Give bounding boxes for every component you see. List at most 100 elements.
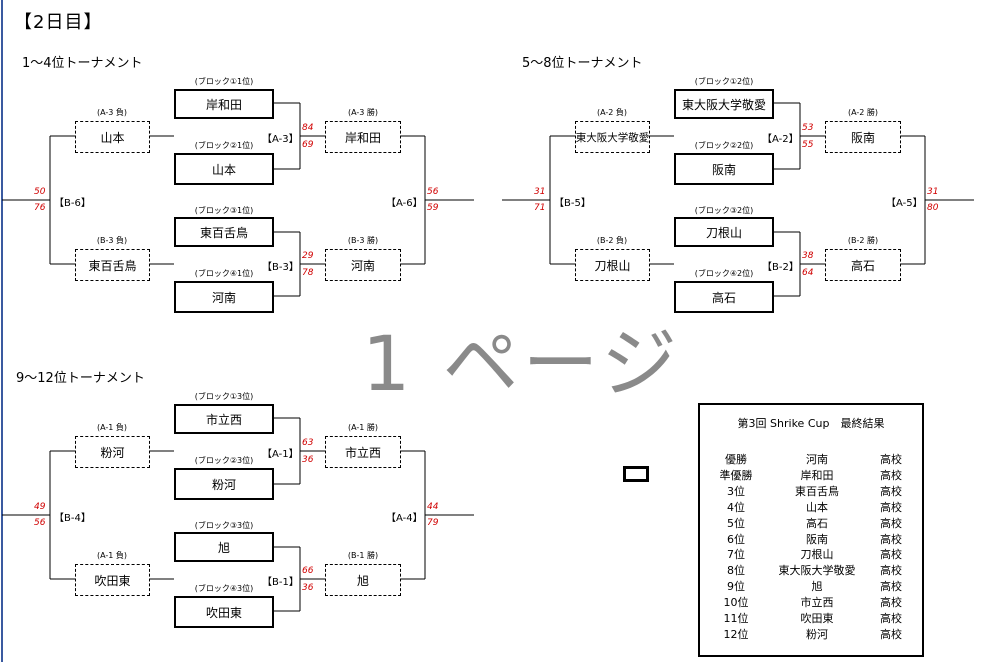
loser-box: 山本 xyxy=(75,121,150,153)
team-box: 河南 xyxy=(174,281,274,313)
result-rank: 3位 xyxy=(727,484,745,498)
result-school: 山本 xyxy=(806,500,828,514)
final-code: 【A-4】 xyxy=(386,513,423,524)
left-edge-rule xyxy=(1,0,3,662)
score-value: 84 xyxy=(302,123,314,133)
results-row: 12位粉河高校 xyxy=(700,626,922,642)
team-box: 阪南 xyxy=(674,153,774,185)
score-value: 31 xyxy=(927,187,939,197)
score-value: 66 xyxy=(302,566,314,576)
score-value: 71 xyxy=(534,203,546,213)
result-type: 高校 xyxy=(880,596,902,610)
winner-caption: (B-2 勝) xyxy=(847,236,879,245)
score-value: 56 xyxy=(427,187,439,197)
results-title: 第3回 Shrike Cup 最終結果 xyxy=(737,417,885,430)
block-caption: (ブロック③2位) xyxy=(694,206,754,215)
bracket-lines xyxy=(2,417,474,612)
result-rank: 優勝 xyxy=(725,453,747,466)
result-school: 市立西 xyxy=(800,596,834,610)
final-code: 【B-5】 xyxy=(554,198,591,209)
winner-caption: (A-3 勝) xyxy=(347,108,379,117)
score-value: 78 xyxy=(302,268,314,278)
tournament-title: 1～4位トーナメント xyxy=(22,56,143,71)
score-value: 80 xyxy=(927,203,939,213)
loser-box: 東大阪大学敬愛 xyxy=(575,121,650,153)
loser-caption: (A-1 負) xyxy=(96,423,128,432)
block-caption: (ブロック④3位) xyxy=(194,584,254,593)
result-type: 高校 xyxy=(880,580,902,594)
match-code: 【A-2】 xyxy=(762,134,799,145)
result-type: 高校 xyxy=(880,468,902,482)
results-row: 5位高石高校 xyxy=(700,515,922,531)
team-box: 岸和田 xyxy=(174,89,274,119)
result-type: 高校 xyxy=(880,532,902,546)
result-rank: 6位 xyxy=(727,532,745,546)
winner-box: 旭 xyxy=(325,564,401,596)
winner-box: 岸和田 xyxy=(325,121,401,153)
result-type: 高校 xyxy=(880,516,902,530)
result-school: 河南 xyxy=(806,453,828,466)
team-box: 高石 xyxy=(674,281,774,313)
results-row: 9位旭高校 xyxy=(700,578,922,594)
score-value: 49 xyxy=(34,502,46,512)
team-box: 市立西 xyxy=(174,404,274,434)
block-caption: (ブロック①3位) xyxy=(194,392,254,401)
small-marker-box xyxy=(623,466,649,482)
team-box: 山本 xyxy=(174,153,274,185)
result-school: 刀根山 xyxy=(800,548,834,562)
score-value: 44 xyxy=(427,502,439,512)
block-caption: (ブロック③1位) xyxy=(194,206,254,215)
bracket-lines xyxy=(2,102,474,297)
match-code: 【A-1】 xyxy=(262,449,299,460)
score-value: 55 xyxy=(802,140,814,150)
result-school: 東大阪大学敬愛 xyxy=(778,564,856,578)
result-type: 高校 xyxy=(880,548,902,562)
score-value: 53 xyxy=(802,123,814,133)
score-value: 64 xyxy=(802,268,814,278)
score-value: 38 xyxy=(802,251,814,261)
loser-caption: (B-3 負) xyxy=(96,236,128,245)
team-box: 東大阪大学敬愛 xyxy=(674,89,774,119)
winner-box: 高石 xyxy=(825,249,901,281)
winner-box: 阪南 xyxy=(825,121,901,153)
block-caption: (ブロック④1位) xyxy=(194,269,254,278)
tournament-1: 1～4位トーナメント (ブロック①1位) 岸和田 (ブロック②1位) 山本 【A-3】84… xyxy=(0,0,500,315)
result-school: 粉河 xyxy=(806,627,828,641)
results-row: 準優勝岸和田高校 xyxy=(700,467,922,483)
result-school: 吹田東 xyxy=(800,612,834,625)
team-box: 粉河 xyxy=(174,468,274,500)
loser-caption: (B-2 負) xyxy=(596,236,628,245)
results-row: 3位東百舌鳥高校 xyxy=(700,483,922,499)
winner-box: 河南 xyxy=(325,249,401,281)
team-box: 吹田東 xyxy=(174,596,274,628)
result-type: 高校 xyxy=(880,564,902,578)
result-rank: 8位 xyxy=(727,564,745,578)
score-value: 76 xyxy=(34,203,46,213)
block-caption: (ブロック①2位) xyxy=(694,77,754,86)
score-value: 79 xyxy=(427,518,439,528)
match-code: 【B-3】 xyxy=(262,262,299,273)
score-value: 36 xyxy=(302,583,314,593)
final-code: 【B-4】 xyxy=(54,513,91,524)
score-value: 56 xyxy=(34,518,46,528)
loser-box: 粉河 xyxy=(75,436,150,468)
match-code: 【B-2】 xyxy=(762,262,799,273)
tournament-2: 5～8位トーナメント(ブロック①2位)東大阪大学敬愛(ブロック②2位)阪南【A-… xyxy=(500,0,996,315)
block-caption: (ブロック②3位) xyxy=(194,456,254,465)
match-code: 【B-1】 xyxy=(262,577,299,588)
score-value: 29 xyxy=(302,251,314,261)
team-box: 旭 xyxy=(174,532,274,562)
match-code: 【A-3】 xyxy=(262,134,299,145)
results-row: 11位吹田東高校 xyxy=(700,610,922,626)
block-caption: (ブロック①1位) xyxy=(194,77,254,86)
result-school: 高石 xyxy=(806,516,828,530)
results-row: 7位刀根山高校 xyxy=(700,546,922,562)
loser-box: 東百舌鳥 xyxy=(75,249,150,281)
block-caption: (ブロック③3位) xyxy=(194,521,254,530)
block-caption: (ブロック②1位) xyxy=(194,141,254,150)
loser-caption: (A-1 負) xyxy=(96,551,128,560)
result-school: 旭 xyxy=(811,580,823,594)
result-school: 東百舌鳥 xyxy=(795,484,839,498)
results-row: 6位阪南高校 xyxy=(700,531,922,547)
